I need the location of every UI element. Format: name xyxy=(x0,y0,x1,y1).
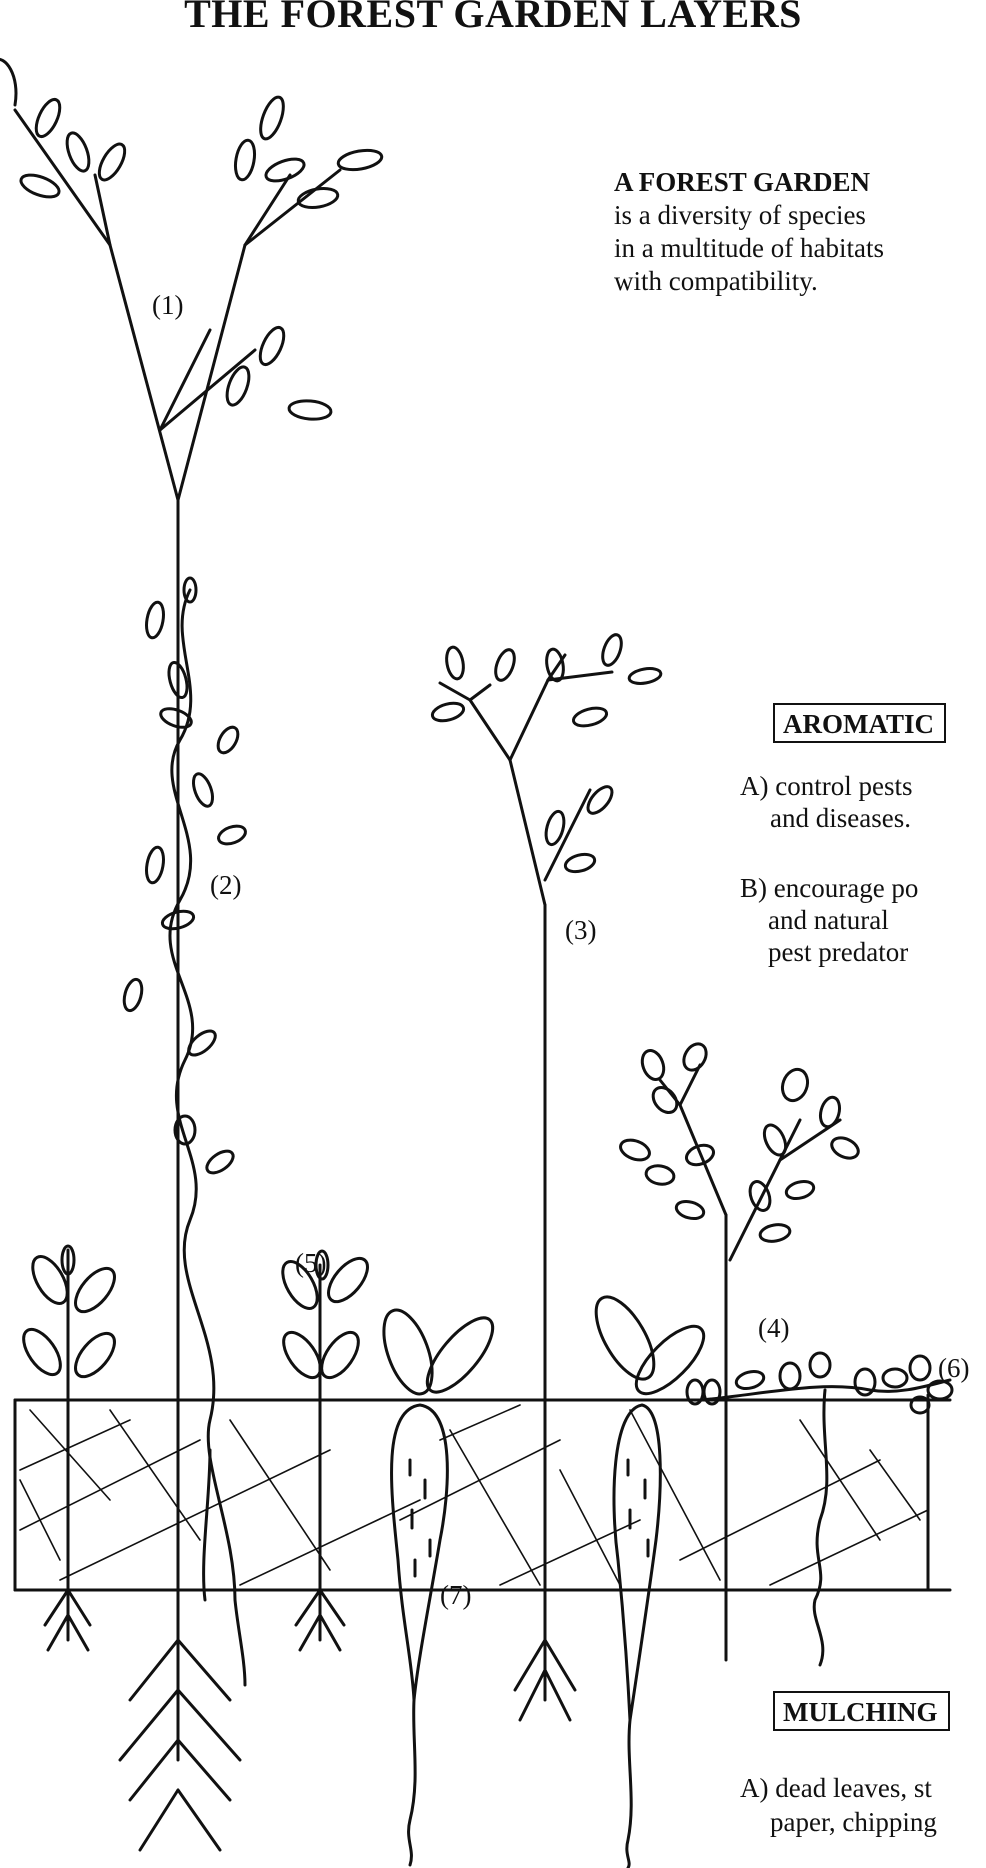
medium-tree xyxy=(430,632,661,1720)
root-vegetable-right xyxy=(585,1288,714,1868)
soil-layer xyxy=(15,1395,950,1590)
tall-tree xyxy=(0,59,383,1850)
root-vegetable-left xyxy=(374,1304,503,1865)
